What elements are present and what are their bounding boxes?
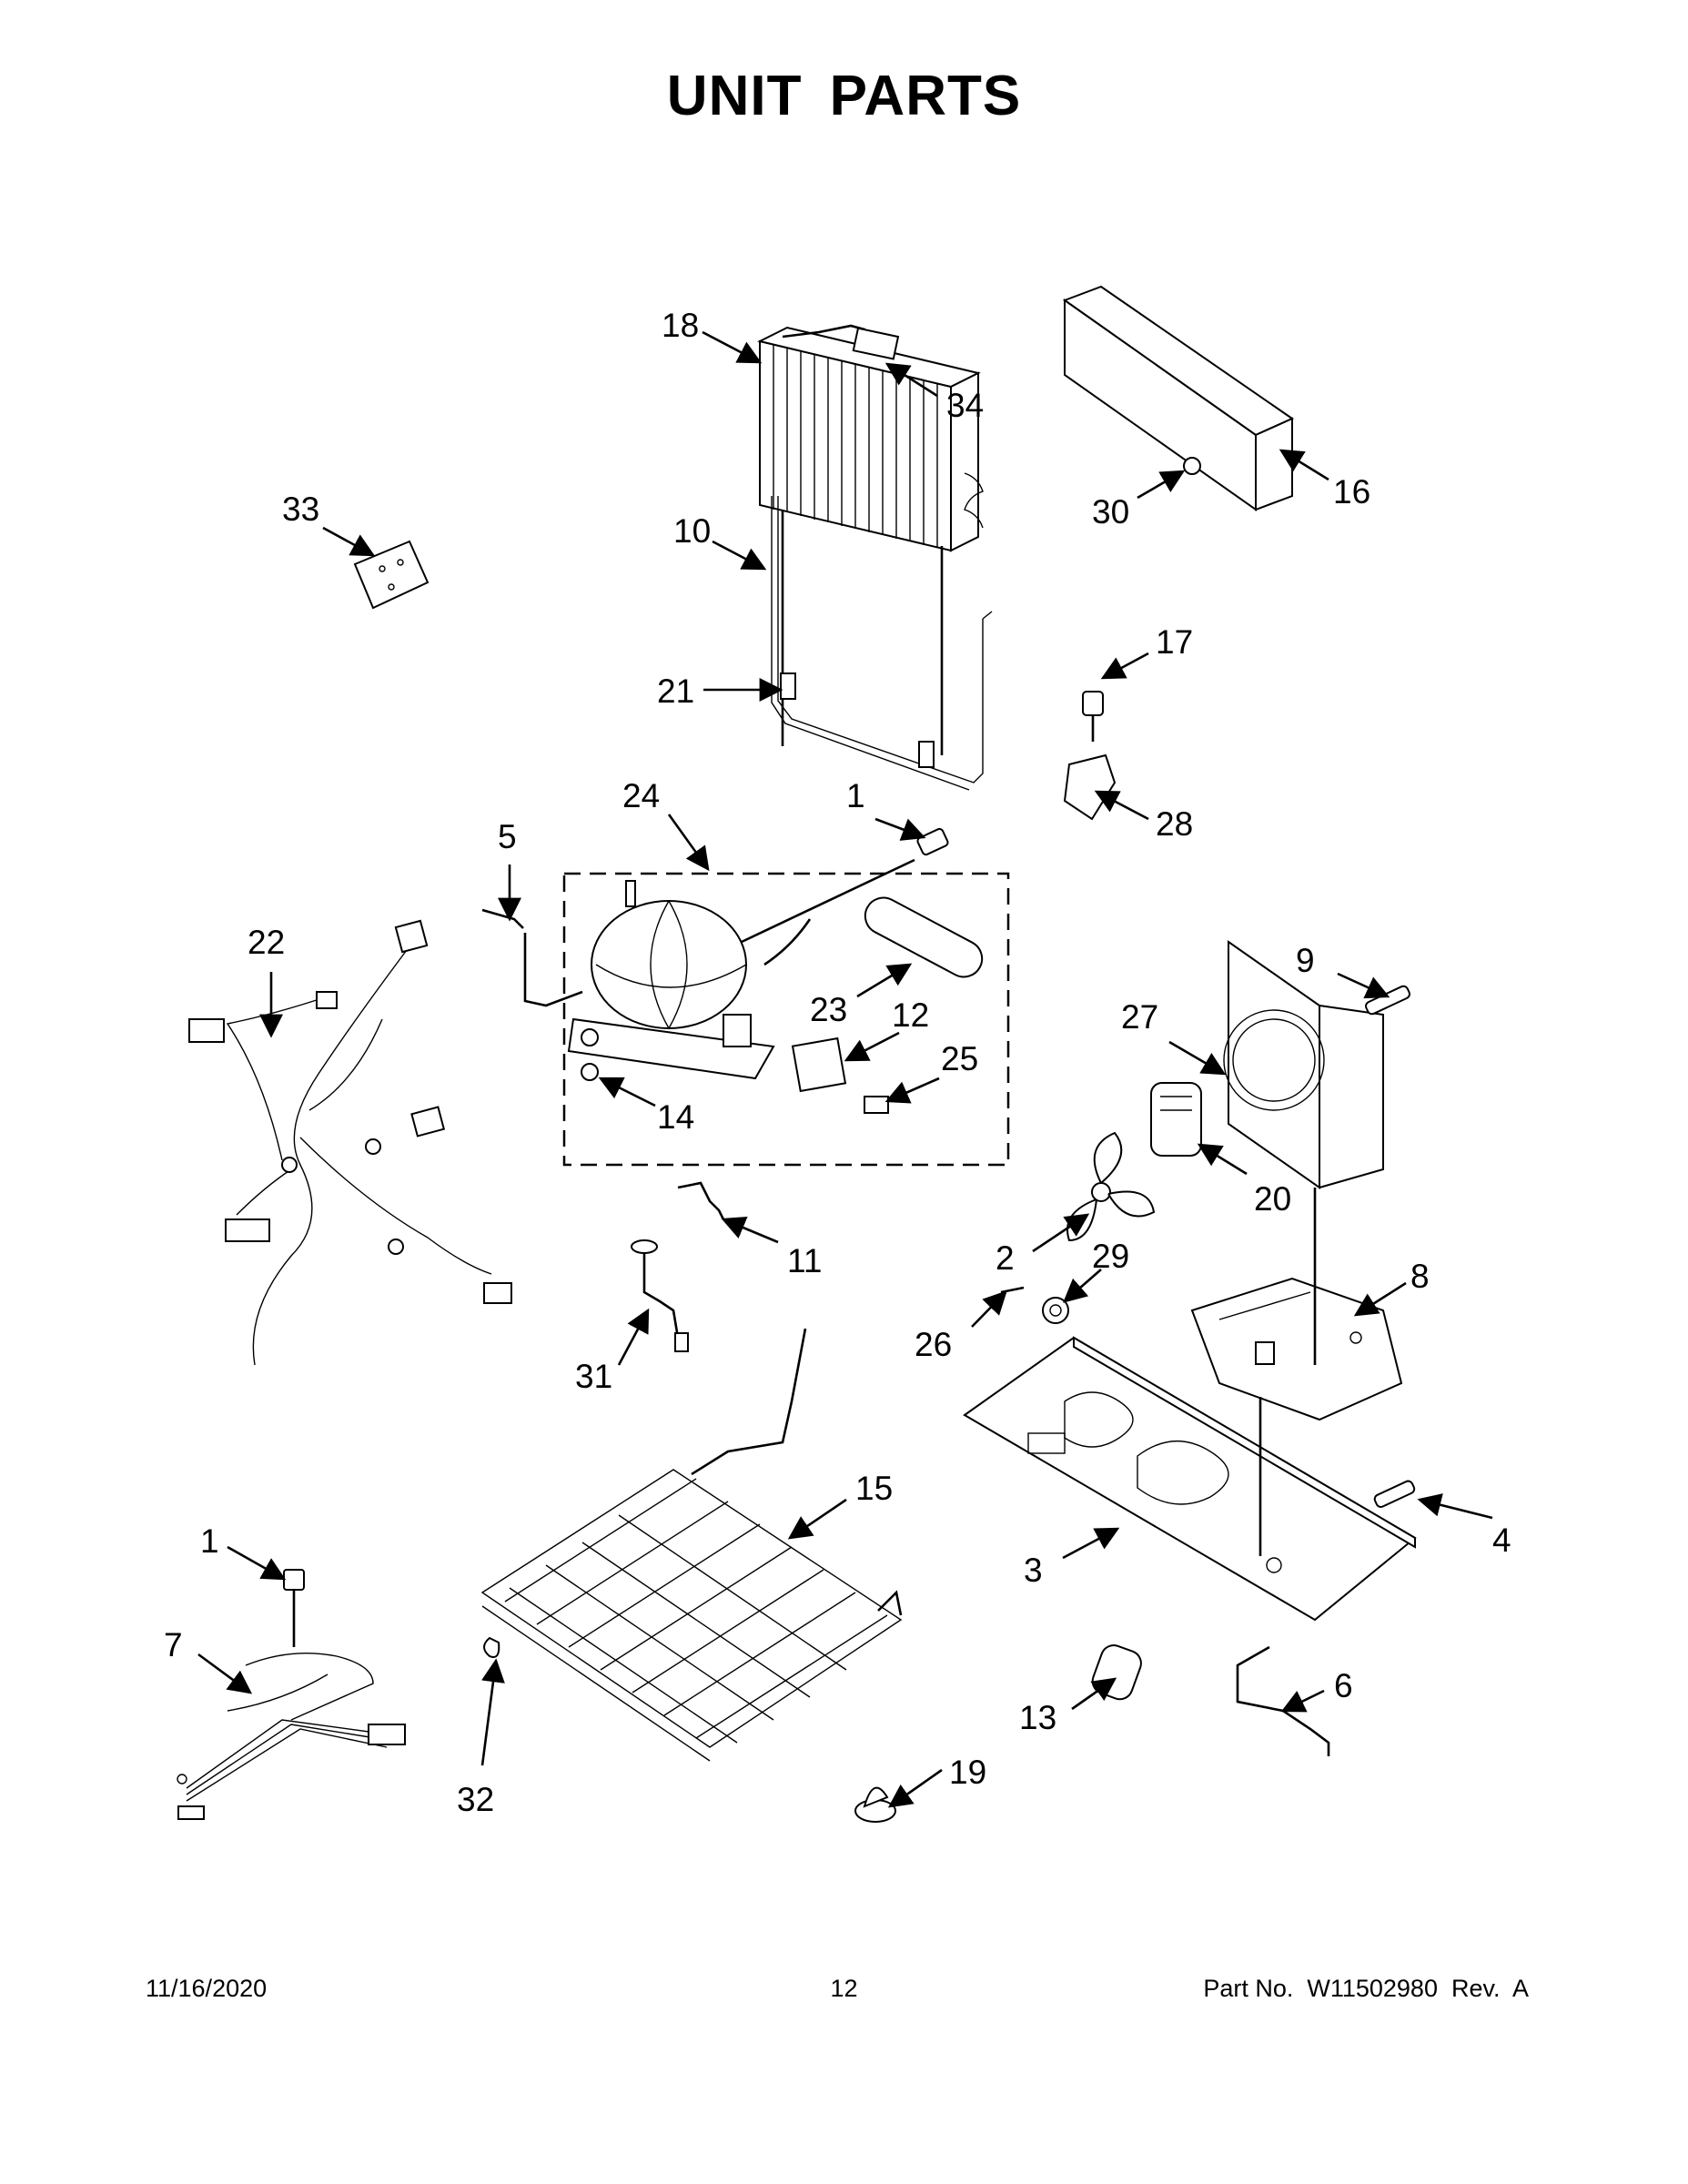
callout-24: 24 (622, 777, 660, 814)
tube-clip (677, 1181, 725, 1220)
callout-2: 2 (996, 1239, 1015, 1277)
footer-date: 11/16/2020 (146, 1975, 268, 2002)
capacitor (1091, 1644, 1142, 1701)
callout-25: 25 (941, 1040, 978, 1077)
callout-31: 31 (575, 1358, 612, 1395)
callout-17: 17 (1156, 623, 1193, 661)
callout-20: 20 (1254, 1180, 1291, 1218)
callout-1-top: 1 (846, 777, 865, 814)
pan-screw (1373, 1480, 1416, 1508)
fan-blade (1066, 1131, 1156, 1242)
callout-21: 21 (657, 672, 694, 710)
callout-numbers: 18 34 16 30 33 10 21 17 28 24 1 5 22 23 … (164, 307, 1511, 1818)
callout-14: 14 (657, 1098, 694, 1136)
page-title: UNIT PARTS (666, 65, 1022, 127)
callout-29: 29 (1092, 1238, 1129, 1275)
base-pan (963, 1336, 1417, 1622)
callout-6: 6 (1334, 1667, 1353, 1704)
callout-3: 3 (1024, 1552, 1043, 1589)
compressor-wire (481, 908, 583, 1007)
callout-11: 11 (787, 1242, 822, 1279)
callout-30: 30 (1092, 493, 1129, 531)
wire-harness (188, 919, 512, 1366)
callout-27: 27 (1121, 998, 1158, 1036)
callout-33: 33 (282, 490, 319, 528)
callout-8: 8 (1410, 1258, 1430, 1295)
bracket-wire (1236, 1645, 1330, 1756)
callout-5: 5 (498, 818, 517, 855)
drain-grommet (854, 1786, 896, 1823)
callout-4: 4 (1492, 1522, 1511, 1559)
drain-tube (631, 1239, 689, 1352)
callout-leaders (197, 330, 1493, 1808)
callout-19: 19 (949, 1754, 986, 1791)
evaporator-coil (480, 1328, 903, 1762)
callout-22: 22 (248, 924, 285, 961)
drain-heater-tube (771, 496, 993, 791)
compressor (567, 880, 812, 1081)
callout-34: 34 (946, 387, 984, 424)
footer-part-number: Part No. W11502980 Rev. A (1203, 1975, 1529, 2002)
top-screw (916, 827, 949, 856)
callout-16: 16 (1333, 473, 1370, 511)
callout-23: 23 (810, 991, 847, 1028)
motor-bracket (1190, 1277, 1403, 1421)
fan-motor (1150, 1082, 1202, 1157)
callout-13: 13 (1019, 1699, 1056, 1736)
callout-1-bottom: 1 (200, 1522, 219, 1560)
lower-harness (177, 1569, 406, 1820)
cover-channel (1062, 285, 1295, 511)
pin-grommet (1000, 1286, 1069, 1324)
screw-bracket (1063, 691, 1117, 821)
control-board (353, 540, 430, 610)
filter-drier (864, 896, 984, 978)
callout-18: 18 (662, 307, 699, 344)
footer-page-number: 12 (830, 1975, 858, 2002)
callout-12: 12 (892, 996, 929, 1034)
callout-28: 28 (1156, 805, 1193, 843)
callout-26: 26 (915, 1326, 952, 1363)
callout-7: 7 (164, 1626, 183, 1663)
callout-9: 9 (1296, 942, 1315, 979)
callout-32: 32 (457, 1781, 494, 1818)
callout-15: 15 (855, 1470, 893, 1507)
condenser-coil (757, 324, 984, 755)
callout-10: 10 (673, 512, 711, 550)
compressor-assembly-box (562, 872, 1010, 1167)
discharge-line (741, 858, 915, 944)
relay-overload (791, 1036, 889, 1114)
